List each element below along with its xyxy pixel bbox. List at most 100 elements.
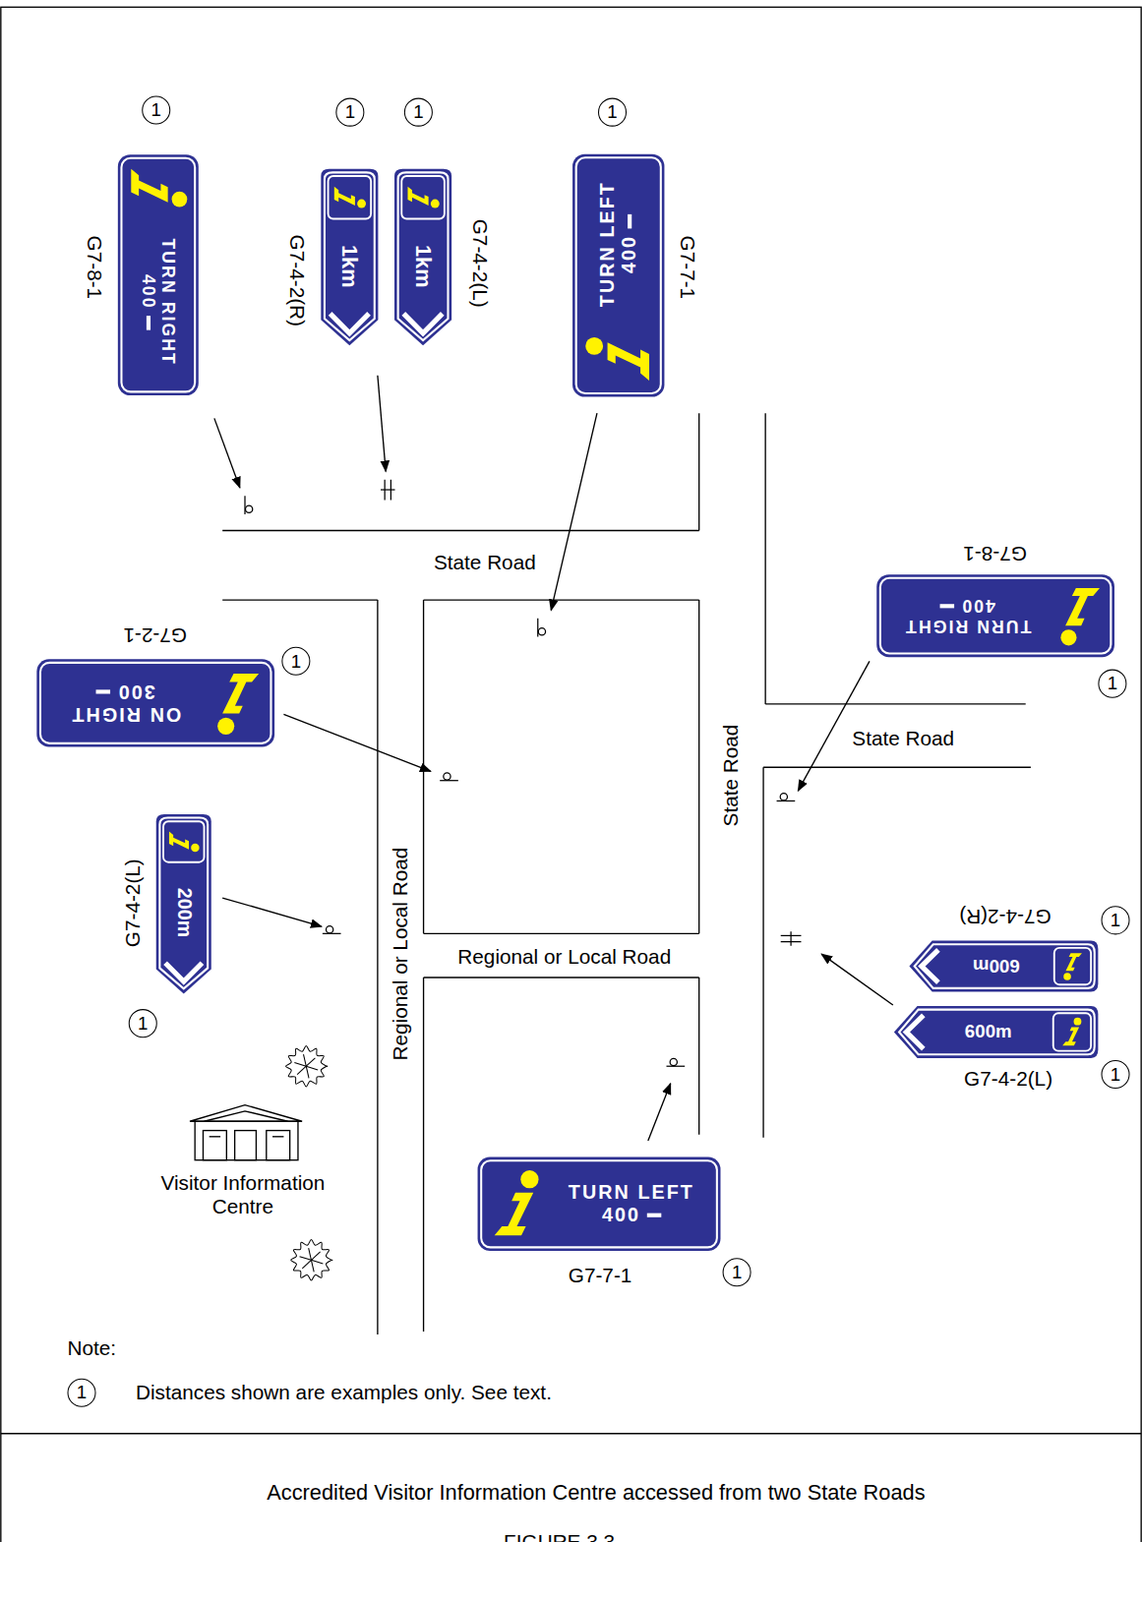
arrow-sign-body	[156, 814, 212, 995]
sign-plate	[322, 933, 342, 935]
building-roof-line	[204, 1111, 289, 1122]
post-base	[380, 488, 396, 490]
sign-line: TURN RIGHT	[902, 615, 1031, 636]
tree-canopy	[286, 1045, 328, 1087]
callout-number: 1	[141, 96, 171, 125]
sign-line-content: 400	[618, 214, 642, 274]
sign-text: 400	[960, 595, 996, 615]
post-base	[669, 1058, 677, 1066]
sign-background	[876, 574, 1115, 658]
sign-line-content: TURN LEFT	[596, 180, 619, 307]
sign-line-content: TURN LEFT	[568, 1182, 695, 1205]
sign-post	[781, 931, 802, 947]
arrow-sign-body	[320, 169, 378, 346]
direction-sign: TURN RIGHT400	[117, 153, 200, 397]
sign-border	[913, 944, 1094, 989]
tree-symbol	[286, 1045, 328, 1087]
post-base	[443, 773, 451, 781]
building-body	[194, 1121, 299, 1160]
tree-branch	[310, 1260, 323, 1264]
callout-number: 1	[1100, 905, 1130, 935]
sign-code: G7-4-2(R)	[285, 235, 309, 327]
tree-branch	[305, 1066, 309, 1079]
info-symbol-stem	[494, 1193, 535, 1236]
figure-number: FIGURE 3.3	[503, 1531, 615, 1543]
tree-branch	[301, 1260, 311, 1268]
info-symbol-stem	[607, 342, 650, 381]
sign-post	[244, 495, 253, 515]
tree-branch	[305, 1066, 318, 1071]
sign-post	[777, 793, 796, 802]
tree-branch	[294, 1063, 306, 1068]
tree-branch	[297, 1066, 306, 1075]
callout-number: 1	[722, 1258, 752, 1287]
tree-branch	[308, 1248, 312, 1261]
road-name: State Road	[719, 724, 743, 828]
info-symbol-stem	[333, 186, 355, 206]
figure-page: TURN RIGHT4001km1kmTURN LEFT400TURN RIGH…	[0, 0, 1142, 1543]
visitor-centre-building	[189, 1105, 302, 1161]
figure-caption: Accredited Visitor Information Centre ac…	[266, 1480, 925, 1505]
post-base	[538, 628, 545, 636]
sign-line: TURN RIGHT	[158, 238, 179, 366]
sign-line: 400	[939, 595, 995, 615]
sign-line-content: 1km	[410, 244, 435, 289]
building-door	[235, 1131, 257, 1161]
callout-number: 1	[404, 98, 433, 127]
sign-line: 400	[601, 1203, 662, 1227]
sign-text: 1km	[410, 244, 435, 289]
distance-bar	[95, 689, 111, 694]
sign-border	[323, 172, 374, 341]
building-door	[202, 1131, 227, 1161]
sign-legend: TURN RIGHT400	[117, 217, 200, 386]
distance-bar	[627, 214, 632, 230]
sign-line-content: 400	[939, 595, 995, 615]
building-detail	[209, 1136, 221, 1138]
sign-text: 300	[116, 680, 155, 704]
callout-number: 1	[128, 1009, 158, 1038]
road-edge	[222, 530, 700, 532]
road-edge	[762, 767, 764, 1139]
sign-border	[899, 1009, 1095, 1055]
sign-line: ON RIGHT	[69, 703, 181, 726]
advance-arrow-sign: 1km	[319, 168, 379, 348]
advance-arrow-sign: 600m	[893, 1004, 1100, 1059]
sign-chevron	[905, 1015, 923, 1049]
info-symbol-box	[1053, 1013, 1091, 1051]
sign-legend: TURN RIGHT400	[885, 573, 1049, 659]
sign-text: 400	[601, 1203, 641, 1227]
sign-line: 300	[95, 680, 155, 704]
sign-line: 600m	[971, 956, 1020, 977]
sign-legend: ON RIGHT300	[45, 658, 205, 748]
sign-line: 1km	[410, 244, 435, 289]
sign-plate	[439, 780, 459, 782]
road-edge	[764, 413, 766, 705]
sign-legend: 1km	[392, 225, 452, 308]
road-edge	[698, 600, 700, 934]
sign-legend: TURN LEFT400	[571, 163, 665, 325]
sign-post	[666, 1058, 686, 1067]
sign-chevron	[403, 313, 442, 334]
arrow-sign-body	[908, 941, 1098, 993]
sign-code: G7-8-1	[962, 540, 1027, 565]
sign-text: TURN RIGHT	[902, 615, 1031, 636]
sign-plate	[666, 1066, 686, 1068]
sign-code: G7-4-2(L)	[963, 1068, 1053, 1092]
sign-post	[439, 773, 459, 782]
sign-text: 200m	[172, 888, 195, 938]
sign-text: TURN LEFT	[596, 180, 619, 307]
sign-background	[320, 169, 378, 346]
road-edge	[698, 413, 700, 531]
leader-arrow	[821, 954, 894, 1006]
tree-branch	[310, 1252, 320, 1261]
building-roof	[189, 1105, 302, 1123]
road-name: State Road	[851, 726, 955, 751]
sign-text: TURN LEFT	[568, 1182, 695, 1205]
distance-bar	[939, 602, 955, 607]
info-symbol-stem	[1062, 1026, 1080, 1046]
sign-legend: 600m	[929, 1004, 1047, 1059]
sign-border	[397, 172, 448, 341]
tree-branch	[305, 1058, 315, 1067]
leader-arrow	[797, 661, 870, 791]
leader-arrow	[377, 375, 386, 473]
